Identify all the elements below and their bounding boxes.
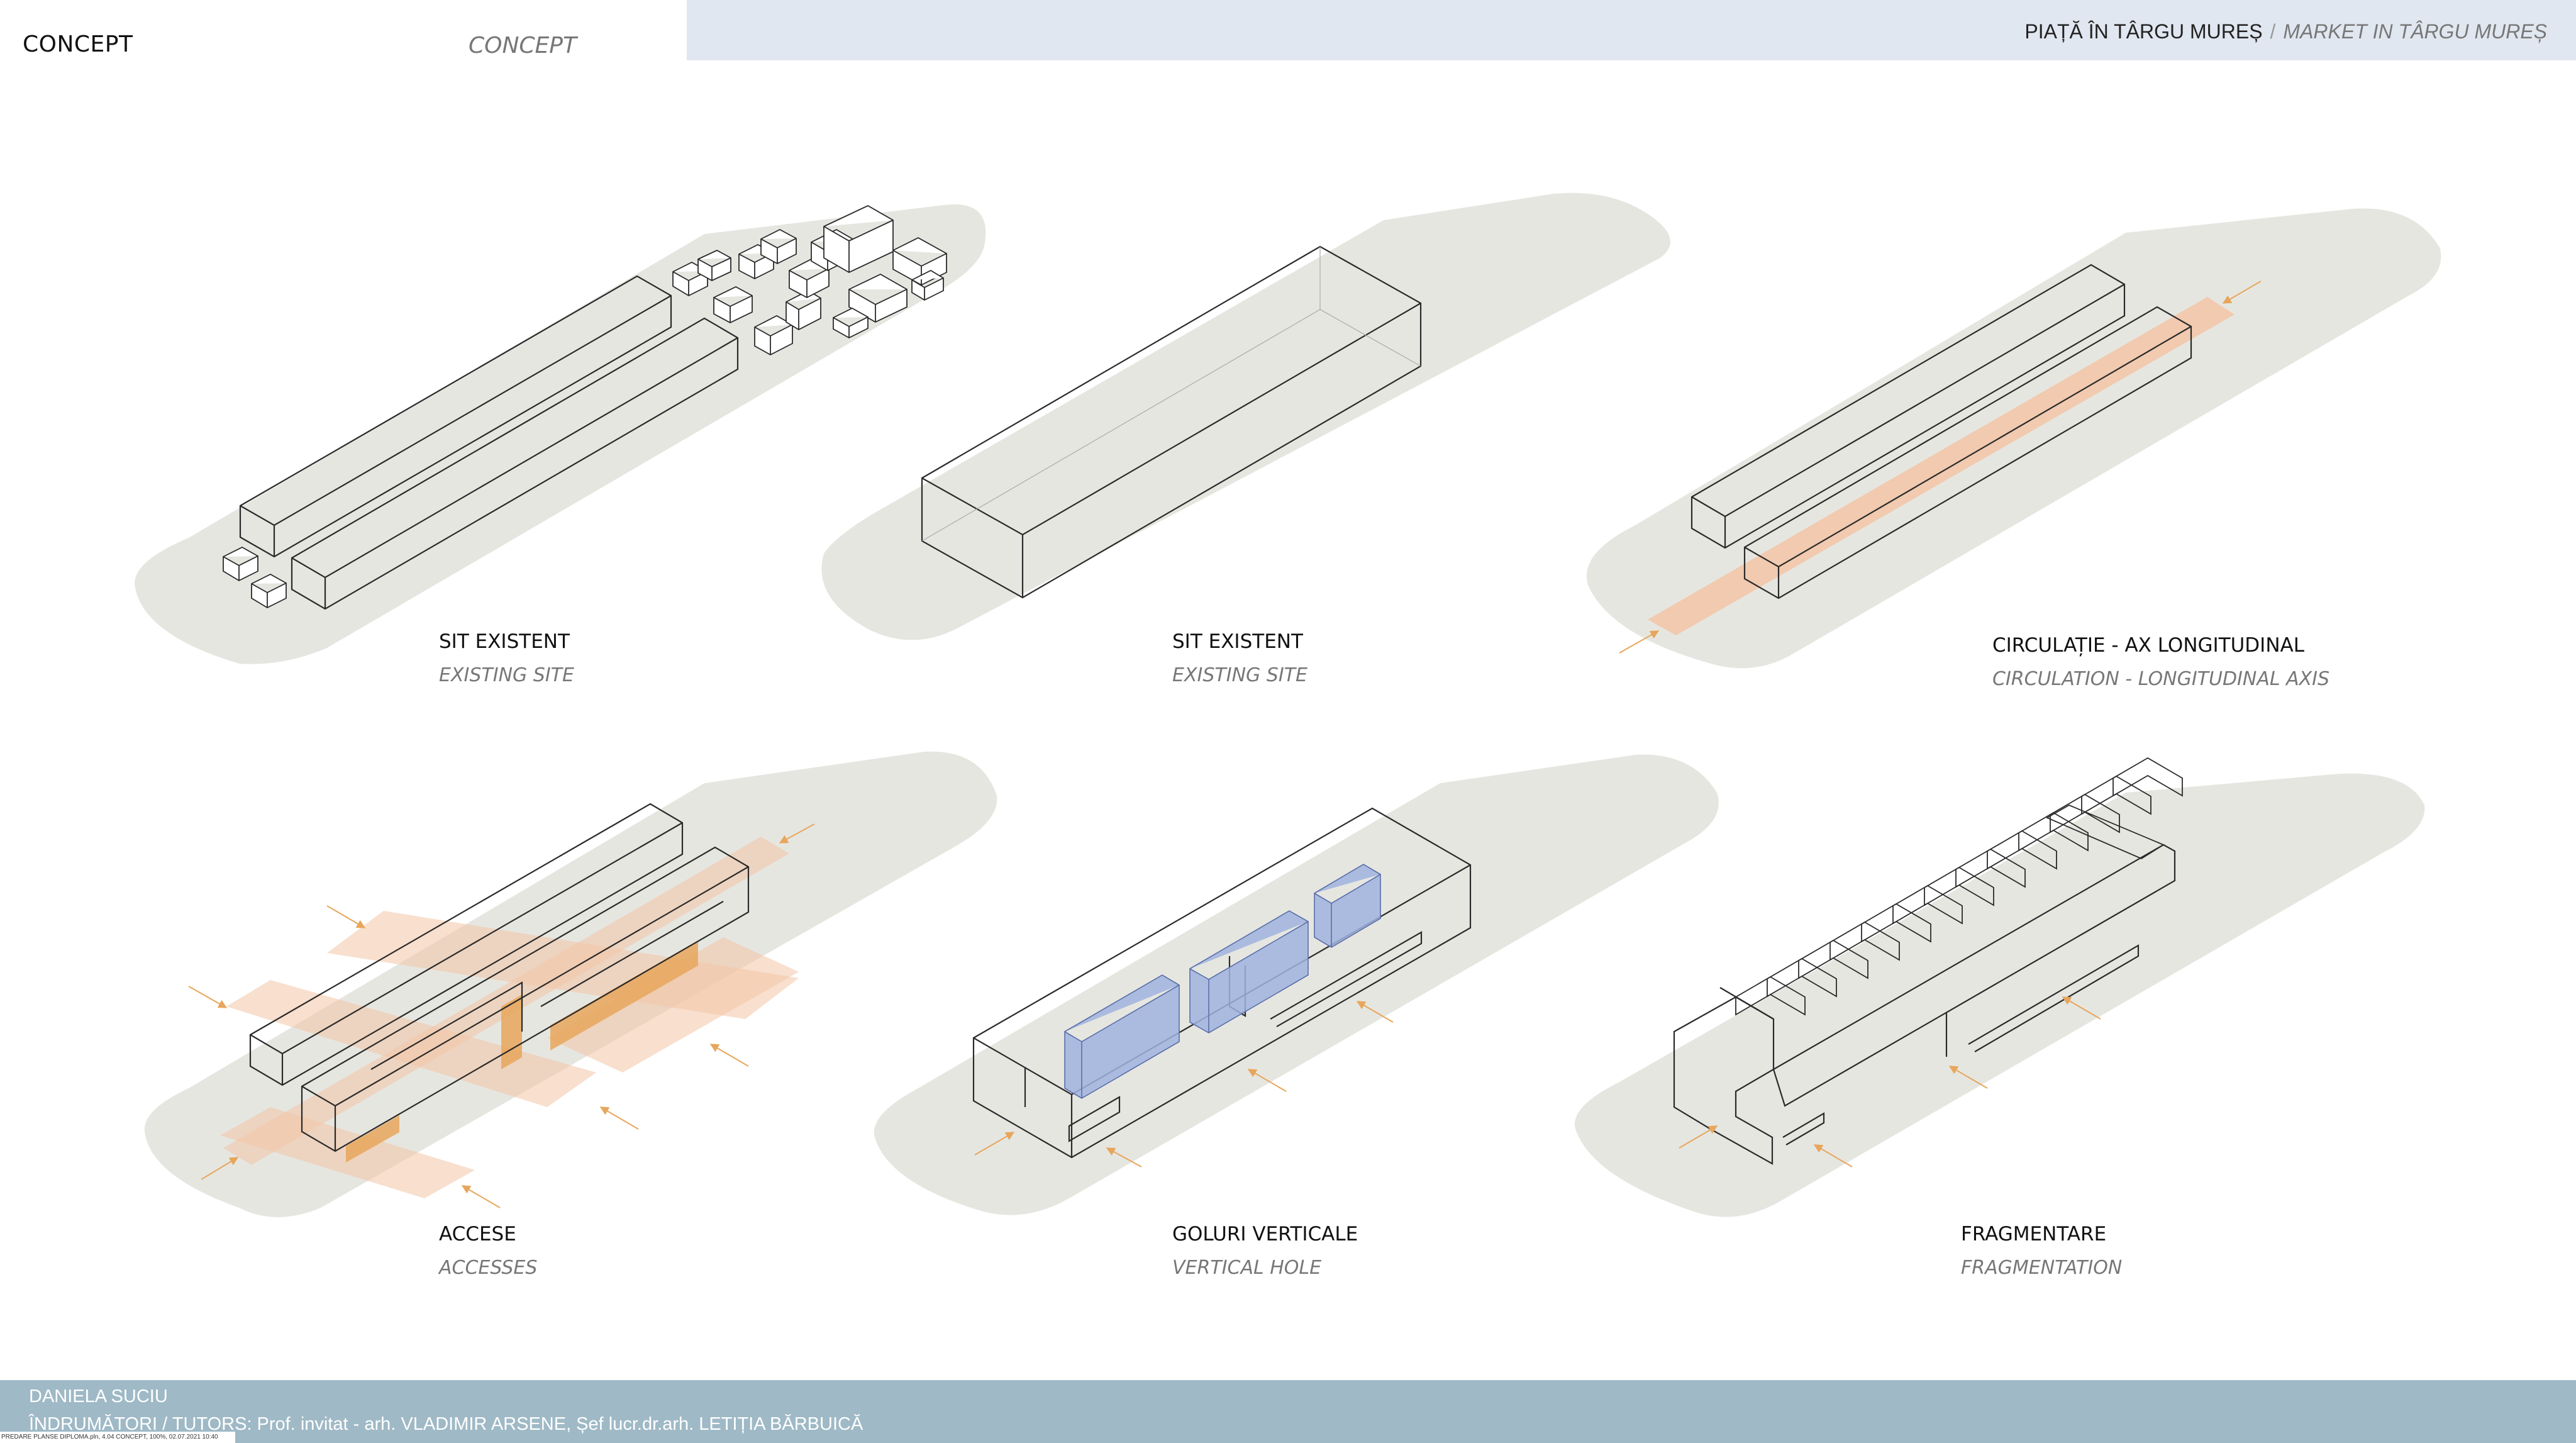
footer-band: DANIELA SUCIU ÎNDRUMĂTORI / TUTORS: Prof… (0, 1380, 2576, 1443)
site-footprint (1574, 773, 2425, 1217)
panel-circulation-axis (1586, 208, 2441, 669)
caption-en: FRAGMENTATION (1961, 1257, 2123, 1279)
project-title-ro: PIAȚĂ ÎN TÂRGU MUREȘ (2024, 20, 2263, 43)
access-openings (346, 940, 698, 1162)
existing-halls (239, 275, 739, 610)
vertical-hole-2 (1189, 910, 1309, 1034)
file-stamp: PREDARE PLANSE DIPLOMA.pln, 4.04 CONCEPT… (0, 1432, 235, 1443)
access-arrow-ne (2222, 281, 2262, 304)
caption-panel-3: CIRCULAȚIE - AX LONGITUDINAL CIRCULATION… (1992, 634, 2329, 690)
project-title-en: MARKET IN TÂRGU MUREȘ (2283, 20, 2547, 43)
caption-en: VERTICAL HOLE (1172, 1257, 1322, 1279)
vertical-holes (1064, 864, 1381, 1099)
access-arrows (1679, 996, 2101, 1167)
section-title-en: CONCEPT (469, 33, 577, 58)
project-title: PIAȚĂ ÎN TÂRGU MUREȘ / MARKET IN TÂRGU MUR… (2024, 20, 2547, 43)
circulation-axis (1648, 297, 2235, 635)
panel-existing-site-1 (135, 204, 986, 664)
caption-panel-4: ACCESE ACCESSES (439, 1223, 537, 1279)
caption-ro: FRAGMENTARE (1961, 1223, 2107, 1245)
caption-ro: GOLURI VERTICALE (1172, 1223, 1358, 1245)
header-band (687, 0, 2576, 60)
caption-ro: SIT EXISTENT (1172, 630, 1303, 653)
panel-vertical-holes (874, 754, 1719, 1215)
fragment-slat (2045, 804, 2165, 860)
caption-en: EXISTING SITE (1172, 664, 1307, 686)
access-arrows (188, 823, 815, 1208)
site-footprint (874, 754, 1719, 1215)
vertical-hole-1 (1064, 974, 1180, 1099)
context-buildings (223, 204, 947, 609)
caption-panel-6: FRAGMENTARE FRAGMENTATION (1961, 1223, 2122, 1279)
caption-ro: CIRCULAȚIE - AX LONGITUDINAL (1992, 634, 2304, 657)
caption-panel-2: SIT EXISTENT EXISTING SITE (1172, 630, 1307, 686)
title-separator: / (2270, 20, 2276, 43)
caption-en: EXISTING SITE (439, 664, 574, 686)
panel-fragmentation (1574, 757, 2425, 1217)
fragmented-volume (1673, 844, 2176, 1165)
caption-ro: ACCESE (439, 1223, 516, 1245)
vertical-hole-3 (1314, 864, 1381, 948)
caption-panel-5: GOLURI VERTICALE VERTICAL HOLE (1172, 1223, 1358, 1279)
caption-ro: SIT EXISTENT (439, 630, 570, 653)
panel-existing-site-2 (821, 192, 1670, 640)
twin-halls (1690, 264, 2192, 599)
market-hall-volume (921, 245, 1422, 599)
caption-en: CIRCULATION - LONGITUDINAL AXIS (1992, 668, 2330, 690)
tutors-line: ÎNDRUMĂTORI / TUTORS: Prof. invitat - ar… (29, 1414, 863, 1434)
author-name: DANIELA SUCIU (29, 1386, 168, 1407)
panel-accesses (144, 751, 997, 1217)
caption-panel-1: SIT EXISTENT EXISTING SITE (439, 630, 574, 686)
section-title: CONCEPT (23, 31, 133, 57)
caption-en: ACCESSES (439, 1257, 538, 1279)
fragment-slat (2112, 757, 2183, 797)
fragment-slats (1735, 757, 2183, 1016)
accesses-volume (249, 803, 750, 1152)
access-arrows (974, 1001, 1394, 1167)
access-arrow-sw (1619, 630, 1660, 654)
